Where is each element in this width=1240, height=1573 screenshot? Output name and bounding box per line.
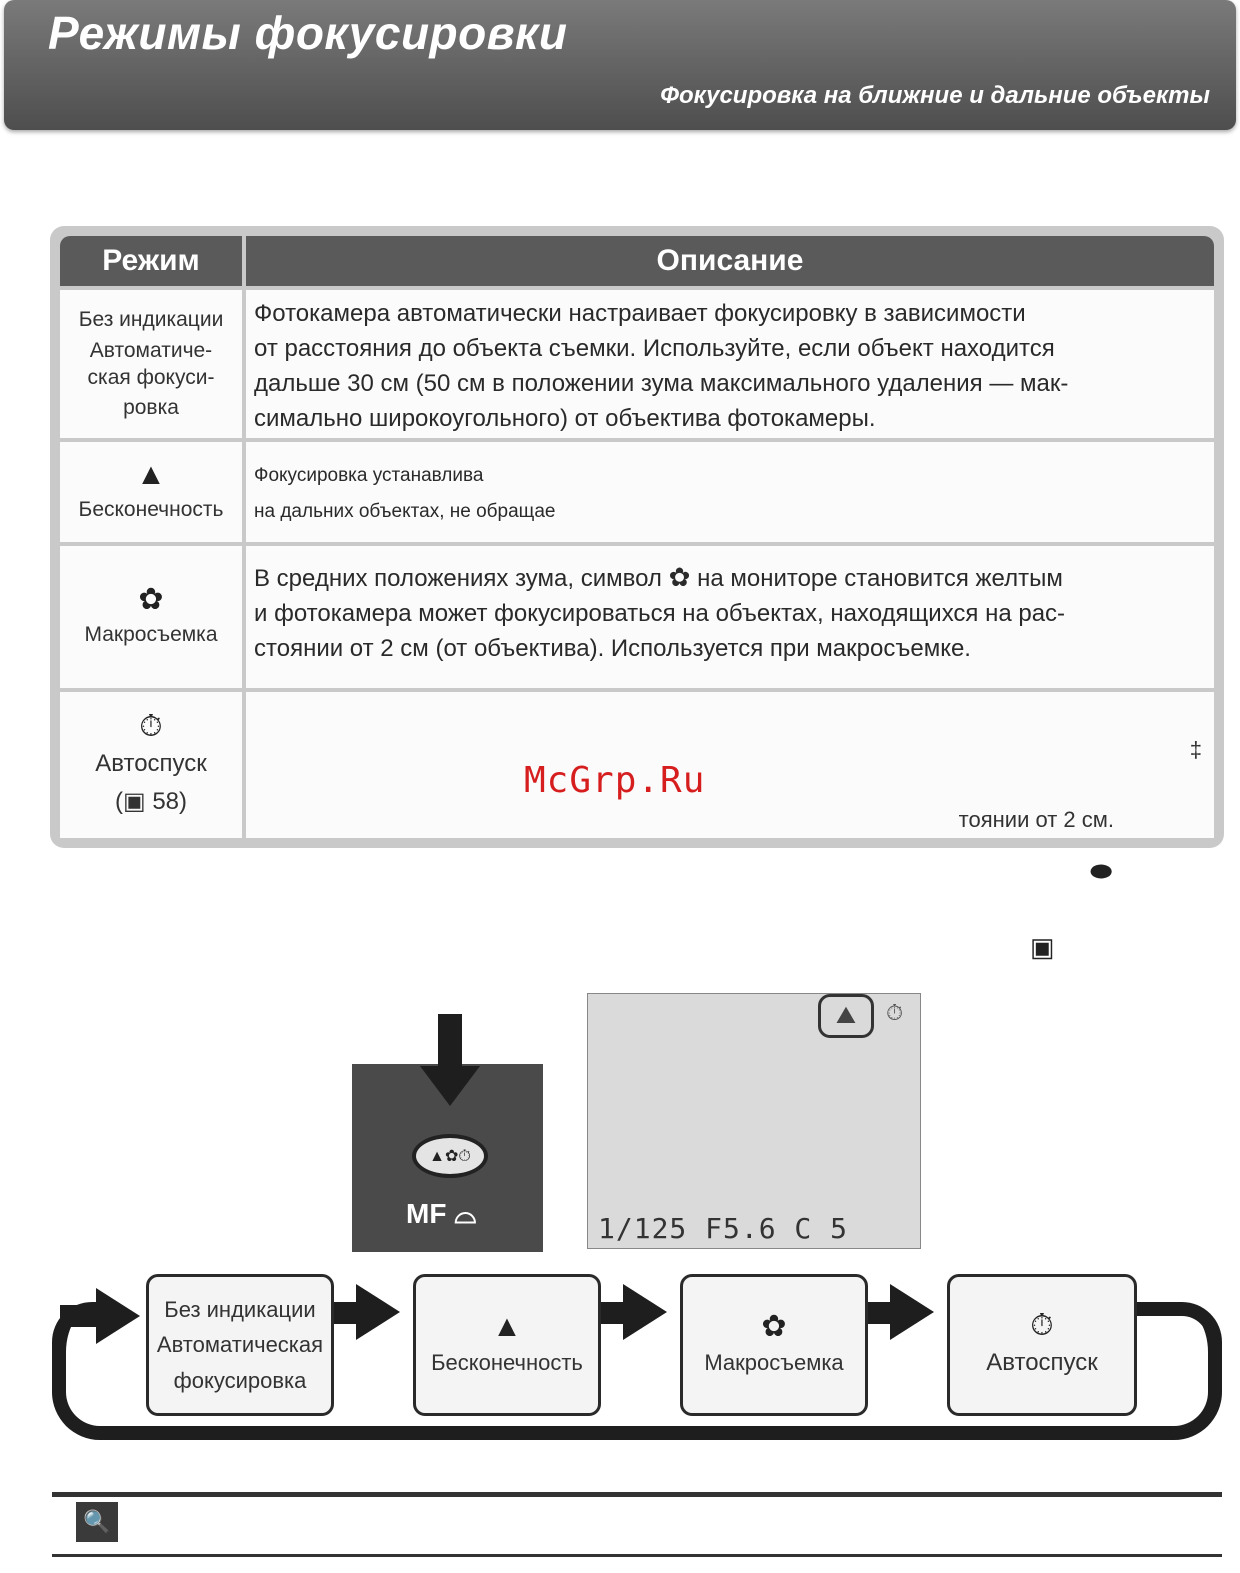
cycle-step-infinity: ▲ Бесконечность bbox=[413, 1274, 601, 1416]
cycle-arrow-icon bbox=[623, 1284, 667, 1340]
monitor-status-readout: 1/125 F5.6 C 5 bbox=[598, 1212, 849, 1245]
mode-cell-macro: ✿ Макросъемка bbox=[60, 546, 242, 688]
step-label: Бесконечность bbox=[431, 1350, 583, 1376]
flower-icon: ✿ bbox=[761, 1310, 787, 1344]
cycle-step-auto: Без индикации Автоматическая фокусировка bbox=[146, 1274, 334, 1416]
note-bottom-rule bbox=[52, 1554, 1222, 1557]
mountain-icon: ⛰ bbox=[818, 994, 874, 1038]
book-icon: ▣ bbox=[122, 788, 146, 815]
press-arrow-icon bbox=[420, 1066, 480, 1106]
desc-cell-macro: В средних положениях зума, символ ✿ на м… bbox=[246, 546, 1214, 688]
desc-fragment: ‡ bbox=[1189, 737, 1202, 762]
focus-modes-table: Режим Описание Без индикации Автоматиче-… bbox=[50, 226, 1224, 848]
desc-cell-auto: Фотокамера автоматически настраивает фок… bbox=[246, 290, 1214, 438]
mode-label-line: Автоматиче- bbox=[89, 338, 213, 362]
desc-line: Фокусировка устанавлива bbox=[254, 465, 484, 486]
focus-mode-button-icon: ▲✿⏱ bbox=[412, 1134, 488, 1178]
step-label-line: Без индикации bbox=[164, 1297, 316, 1323]
mode-cell-infinity: ▲ Бесконечность bbox=[60, 442, 242, 542]
step-label-line: фокусировка bbox=[173, 1367, 307, 1393]
desc-line: Фотокамера автоматически настраивает фок… bbox=[254, 300, 1026, 327]
desc-cell-selftimer: ‡ тоянии от 2 см. bbox=[246, 692, 1214, 838]
step-label: Автоспуск bbox=[986, 1348, 1098, 1376]
desc-line: симально широкоугольного) от объектива ф… bbox=[254, 405, 876, 432]
cycle-arrow-icon bbox=[96, 1288, 140, 1344]
monitor-illustration: ⛰ ⏱ 1/125 F5.6 C 5 bbox=[587, 993, 921, 1249]
page-number: 58 bbox=[152, 788, 180, 815]
mf-label: MF ⌓ bbox=[406, 1198, 477, 1229]
desc-fragment: тоянии от 2 см. bbox=[958, 807, 1114, 832]
cycle-arrow-icon bbox=[890, 1284, 934, 1340]
desc-cell-infinity: Фокусировка устанавлива на дальних объек… bbox=[246, 442, 1214, 542]
mountain-icon: ▲ bbox=[492, 1310, 522, 1344]
trash-icon: ⌓ bbox=[454, 1198, 477, 1229]
cycle-arrow-icon bbox=[356, 1284, 400, 1340]
column-header-mode: Режим bbox=[60, 236, 242, 286]
desc-text: на мониторе становится желтым bbox=[697, 565, 1063, 592]
book-icon: ▣ bbox=[1030, 932, 1055, 962]
cycle-step-macro: ✿ Макросъемка bbox=[680, 1274, 868, 1416]
desc-line: от расстояния до объекта съемки. Использ… bbox=[254, 335, 1055, 362]
desc-line: и фотокамера может фокусироваться на объ… bbox=[254, 600, 1066, 627]
page-subtitle: Фокусировка на ближние и дальние объекты bbox=[660, 82, 1210, 109]
self-timer-icon: ⏱ bbox=[139, 709, 163, 743]
focus-mode-button-icon: ⬬ bbox=[1090, 856, 1113, 886]
cycle-step-selftimer: ⏱ Автоспуск bbox=[947, 1274, 1137, 1416]
note-top-rule bbox=[52, 1492, 1222, 1497]
mode-label: Бесконечность bbox=[78, 498, 224, 522]
desc-line: В средних положениях зума, символ ✿ на м… bbox=[254, 560, 1204, 596]
page-header: Режимы фокусировки Фокусировка на ближни… bbox=[4, 0, 1236, 130]
cycle-arrow bbox=[60, 1305, 104, 1327]
desc-text: В средних положениях зума, символ bbox=[254, 565, 662, 592]
desc-line: дальше 30 см (50 см в положении зума мак… bbox=[254, 370, 1069, 397]
page-reference: (▣ 58) bbox=[114, 788, 188, 815]
mode-label: Макросъемка bbox=[84, 623, 218, 647]
mode-label-line: ская фокуси- bbox=[87, 366, 215, 389]
self-timer-icon: ⏱ bbox=[886, 1000, 904, 1025]
page-title: Режимы фокусировки bbox=[48, 7, 568, 59]
flower-icon: ✿ bbox=[668, 562, 691, 592]
step-label-line: Автоматическая bbox=[156, 1332, 324, 1358]
mode-label: Автоспуск bbox=[95, 749, 207, 777]
mode-label-line: ровка bbox=[123, 396, 179, 420]
self-timer-icon: ⏱ bbox=[1030, 1308, 1054, 1342]
column-header-description: Описание bbox=[246, 236, 1214, 286]
mode-label-line: Без индикации bbox=[78, 308, 224, 332]
mountain-icon: ▲ bbox=[136, 458, 166, 492]
press-arrow-icon bbox=[438, 1014, 462, 1074]
note-magnifier-icon: 🔍 bbox=[76, 1502, 118, 1542]
mode-cell-selftimer: ⏱ Автоспуск (▣ 58) bbox=[60, 692, 242, 838]
flower-icon: ✿ bbox=[138, 583, 164, 617]
desc-line: стоянии от 2 см (от объектива). Использу… bbox=[254, 635, 971, 662]
desc-line: на дальних объектах, не обращае bbox=[254, 501, 556, 522]
step-label: Макросъемка bbox=[704, 1350, 844, 1376]
mode-cell-auto: Без индикации Автоматиче- ская фокуси- р… bbox=[60, 290, 242, 438]
watermark: McGrp.Ru bbox=[524, 760, 706, 801]
